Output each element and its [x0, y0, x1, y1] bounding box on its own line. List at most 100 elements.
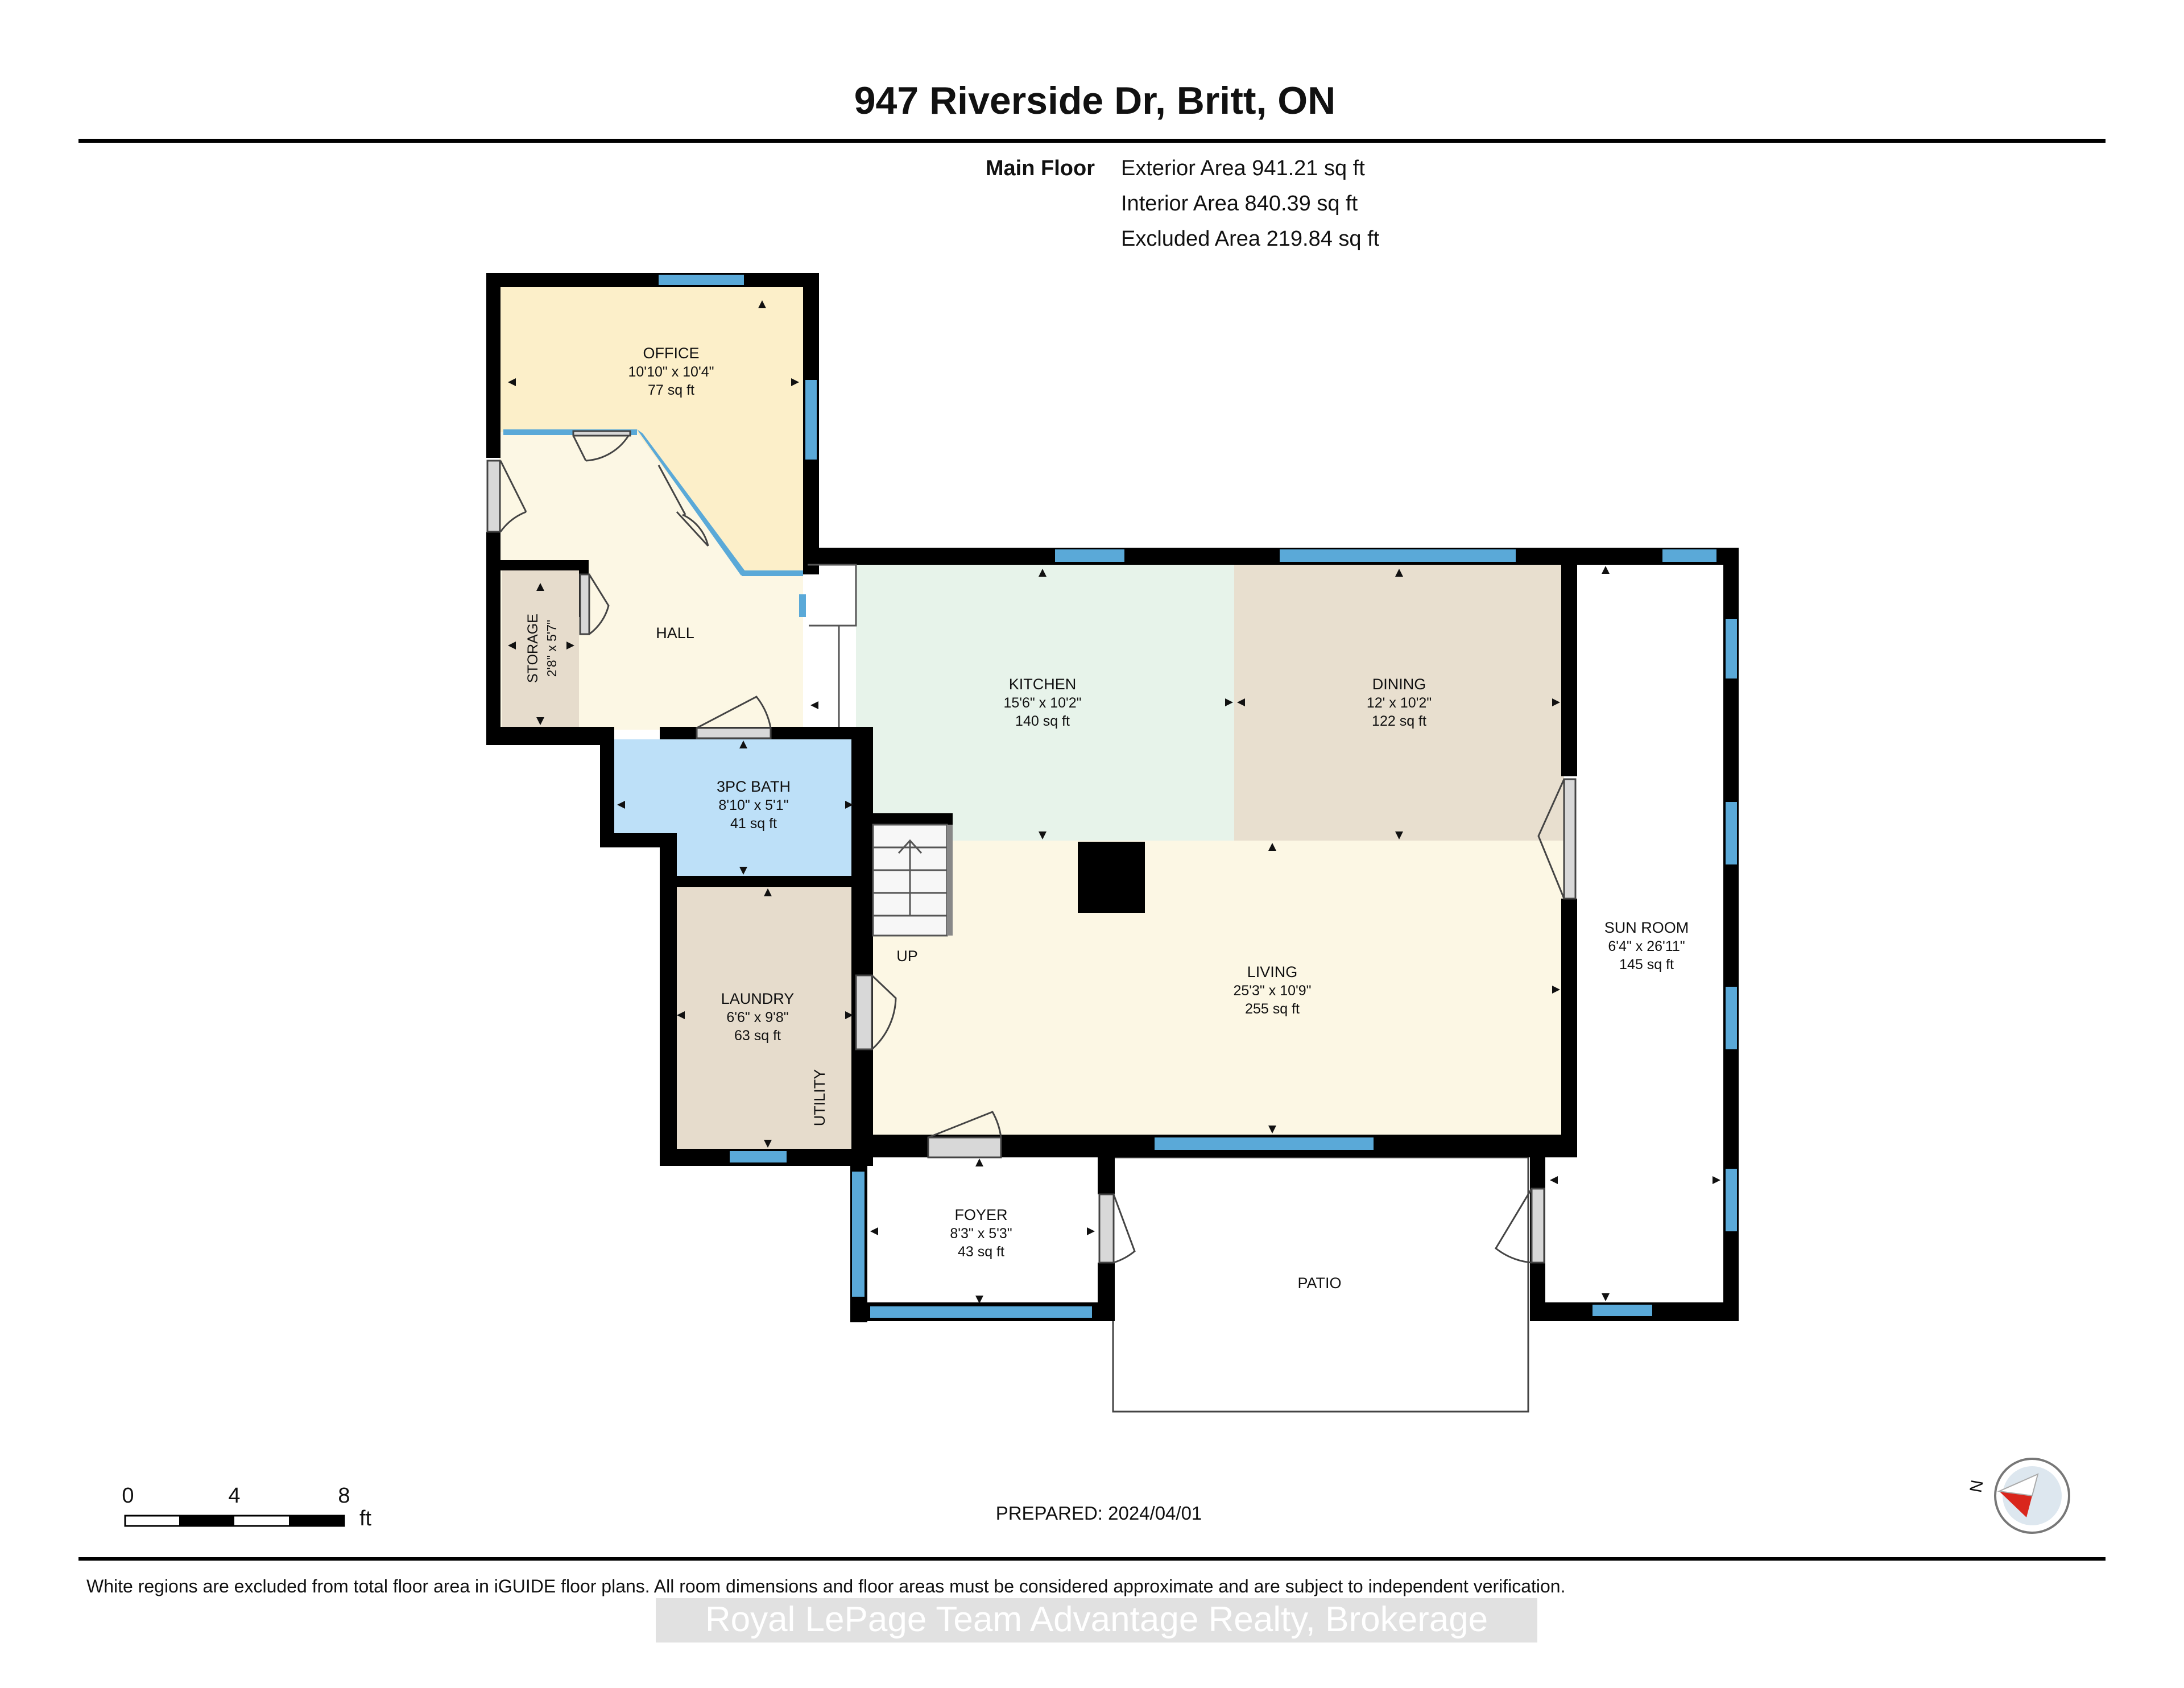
wall	[660, 876, 862, 887]
scale-tick-8: 8	[338, 1484, 350, 1508]
wall	[1561, 557, 1577, 776]
door-opening	[572, 430, 631, 437]
door-opening	[1098, 1193, 1115, 1264]
laundry-area: 63 sq ft	[734, 1028, 781, 1044]
window	[730, 1151, 787, 1162]
window	[852, 1172, 864, 1297]
footer-rule	[78, 1557, 2106, 1561]
laundry-name: LAUNDRY	[721, 990, 795, 1007]
kitchen-area: 140 sq ft	[1015, 713, 1070, 729]
door-opening	[1563, 778, 1577, 900]
wall	[486, 273, 500, 458]
compass-north-label: N	[1967, 1479, 1987, 1494]
window	[1155, 1137, 1374, 1150]
excluded-area: Excluded Area 219.84 sq ft	[1121, 227, 1380, 251]
doors	[486, 430, 1577, 1264]
wall	[1098, 1157, 1115, 1194]
patio-name: PATIO	[1297, 1275, 1341, 1292]
windows	[503, 275, 1737, 1318]
office-dims: 10'10" x 10'4"	[628, 364, 714, 380]
foyer-dims: 8'3" x 5'3"	[950, 1226, 1012, 1242]
window	[1662, 549, 1716, 562]
living-name: LIVING	[1247, 963, 1298, 980]
wall	[851, 727, 873, 1165]
wall	[660, 833, 677, 1166]
stairs-label: UP	[896, 948, 918, 965]
chimney	[1078, 842, 1145, 913]
window	[1726, 619, 1737, 678]
bath-area: 41 sq ft	[730, 816, 777, 831]
bath-name: 3PC BATH	[717, 778, 791, 795]
wall	[803, 548, 1739, 565]
door-opening	[855, 974, 873, 1050]
scale-tick-0: 0	[122, 1484, 134, 1508]
disclaimer: White regions are excluded from total fl…	[86, 1576, 1565, 1596]
dining-name: DINING	[1372, 676, 1426, 693]
door-swing	[572, 435, 630, 462]
wall	[600, 727, 614, 846]
door-opening	[696, 727, 772, 739]
window	[1055, 549, 1124, 562]
wall	[486, 273, 819, 287]
office-area: 77 sq ft	[648, 382, 694, 398]
room-fills	[499, 287, 1564, 1149]
door-swing	[657, 465, 709, 547]
prepared-date: PREPARED: 2024/04/01	[996, 1503, 1202, 1524]
window	[742, 570, 803, 576]
window	[1592, 1305, 1652, 1316]
scale-tick-4: 4	[228, 1484, 240, 1508]
dimension-arrows	[508, 300, 1720, 1304]
door-swing	[1112, 1194, 1136, 1264]
door-swing	[696, 696, 772, 729]
watermark: Royal LePage Team Advantage Realty, Brok…	[656, 1598, 1537, 1643]
window	[503, 429, 637, 435]
compass-needle-icon	[1999, 1491, 2032, 1517]
living-dims: 25'3" x 10'9"	[1233, 983, 1311, 999]
window	[1726, 802, 1737, 864]
door-opening	[1531, 1188, 1545, 1264]
foyer-name: FOYER	[954, 1206, 1007, 1223]
scale-unit: ft	[359, 1507, 372, 1530]
floor-label: Main Floor	[986, 156, 1095, 180]
bath-fill	[613, 739, 856, 876]
interior-area: Interior Area 840.39 sq ft	[1121, 192, 1358, 216]
exterior-area: Exterior Area 941.21 sq ft	[1121, 156, 1365, 180]
window	[659, 275, 744, 285]
door-opening	[579, 573, 590, 635]
door-swing	[588, 574, 610, 635]
sunroom-area: 145 sq ft	[1619, 957, 1674, 973]
window	[870, 1306, 1092, 1318]
door-opening	[486, 460, 501, 533]
scale-bar: 0 4 8 ft	[122, 1484, 371, 1530]
wall	[486, 727, 603, 745]
living-area: 255 sq ft	[1245, 1001, 1300, 1017]
header-rule	[78, 139, 2106, 143]
kitchen-fill	[856, 563, 1234, 841]
storage-dims: 2'8" x 5'7"	[544, 620, 559, 677]
living-fill	[870, 841, 1564, 1135]
window	[637, 429, 747, 576]
compass: N	[1967, 1458, 2070, 1534]
door-swing	[871, 974, 897, 1050]
utility-name: UTILITY	[811, 1069, 828, 1127]
window	[799, 594, 806, 617]
office-fill	[499, 287, 803, 573]
dining-dims: 12' x 10'2"	[1367, 695, 1432, 711]
sunroom-dims: 6'4" x 26'11"	[1608, 938, 1685, 954]
office-name: OFFICE	[643, 345, 700, 362]
window	[805, 380, 817, 460]
hall-name: HALL	[656, 624, 694, 642]
interior-lines	[808, 564, 1576, 937]
door-swing	[1495, 1188, 1533, 1264]
wall	[1098, 1263, 1115, 1321]
living-fill-left	[870, 936, 952, 1135]
window	[1726, 987, 1737, 1049]
bath-dims: 8'10" x 5'1"	[718, 797, 788, 813]
window	[1280, 549, 1516, 562]
door-opening	[927, 1136, 1002, 1159]
kitchen-dims: 15'6" x 10'2"	[1003, 695, 1081, 711]
room-labels: OFFICE 10'10" x 10'4" 77 sq ft HALL STOR…	[525, 345, 1689, 1292]
door-swing	[499, 460, 527, 532]
watermark-text: Royal LePage Team Advantage Realty, Brok…	[705, 1600, 1488, 1639]
storage-name: STORAGE	[525, 614, 541, 683]
